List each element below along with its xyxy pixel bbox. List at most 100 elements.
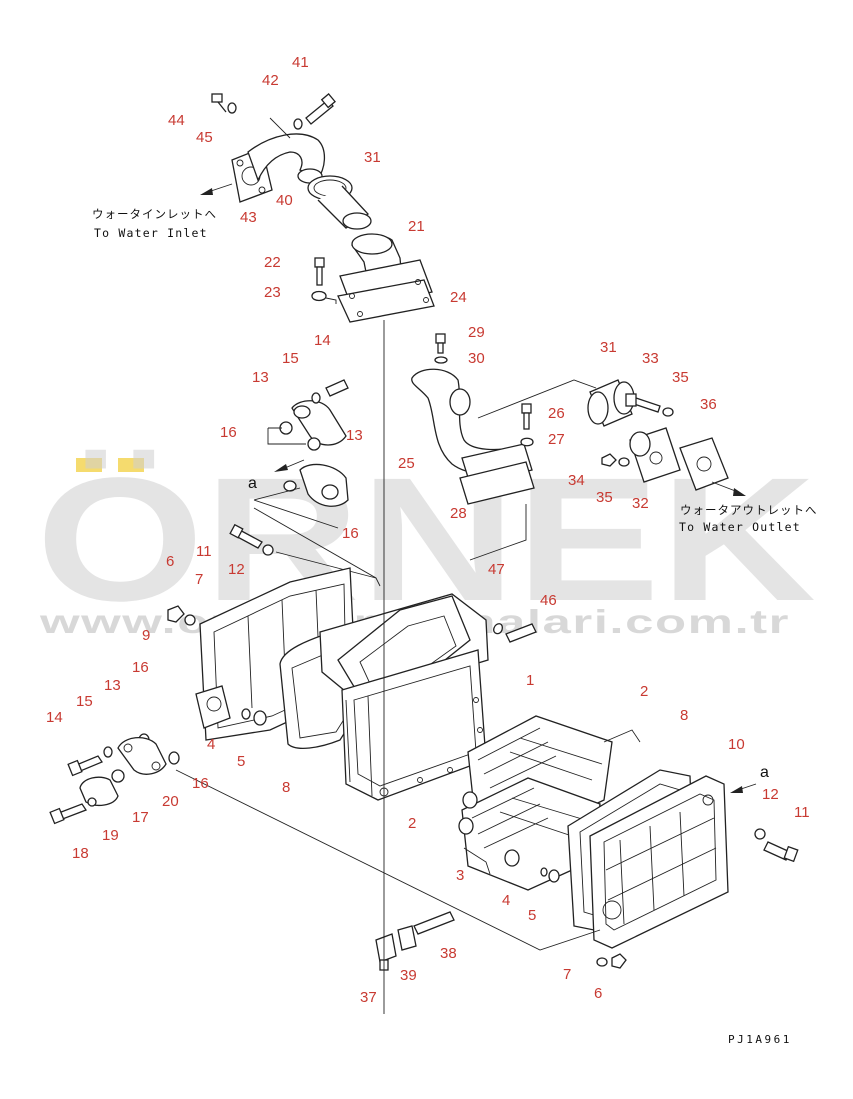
callout-13a: 13 <box>252 369 269 386</box>
drain-valve-assembly <box>375 911 455 971</box>
bolt-41 <box>305 93 336 125</box>
callout-41: 41 <box>292 54 309 71</box>
leader-line <box>269 117 291 139</box>
callout-8b: 8 <box>282 779 290 796</box>
watermark-accent-2 <box>118 458 144 472</box>
drain-valve-37 <box>375 933 397 963</box>
callout-16a: 16 <box>220 424 237 441</box>
leader-line <box>477 379 597 419</box>
callout-19: 19 <box>102 827 119 844</box>
washer-19 <box>87 797 97 807</box>
callout-3: 3 <box>456 867 464 884</box>
gasket-36 <box>679 437 729 491</box>
reference-a-right: a <box>760 764 769 781</box>
water-inlet-label-jp: ウォータインレットへ <box>92 207 217 221</box>
callout-31b: 31 <box>600 339 617 356</box>
callout-7b: 7 <box>563 966 571 983</box>
upper-connector-assembly <box>253 379 349 529</box>
washer-23 <box>311 290 327 302</box>
callout-16d: 16 <box>192 775 209 792</box>
water-outlet-label-jp: ウォータアウトレットへ <box>680 503 818 517</box>
nut-6b <box>611 953 627 969</box>
bolt-22 <box>314 257 325 286</box>
washer-12b <box>754 828 766 840</box>
callout-42: 42 <box>262 72 279 89</box>
left-cover-inlet <box>195 685 231 729</box>
o-ring-16e <box>168 751 180 765</box>
callout-45: 45 <box>196 129 213 146</box>
drawing-code: PJ1A961 <box>728 1033 792 1046</box>
callout-2b: 2 <box>408 815 416 832</box>
o-ring-16b <box>307 437 321 451</box>
bolt-29 <box>435 333 446 344</box>
callout-4a: 4 <box>207 736 215 753</box>
callout-6b: 6 <box>594 985 602 1002</box>
callout-47: 47 <box>488 561 505 578</box>
callout-15b: 15 <box>76 693 93 710</box>
callout-37: 37 <box>360 989 377 1006</box>
bolt-44 <box>211 93 227 113</box>
plug-5b <box>548 869 560 883</box>
callout-27: 27 <box>548 431 565 448</box>
callouts: 41 42 44 45 31 40 43 21 22 23 24 29 30 3… <box>46 54 810 1006</box>
callout-43: 43 <box>240 209 257 226</box>
nut-6a <box>167 605 185 623</box>
washer-42 <box>293 118 303 130</box>
washer-12a <box>262 544 274 556</box>
callout-38: 38 <box>440 945 457 962</box>
hose-clamp-31b <box>587 379 635 427</box>
callout-13c: 13 <box>104 677 121 694</box>
nut-34 <box>601 453 617 467</box>
o-ring-20 <box>111 769 125 783</box>
bolt-14a <box>325 379 349 397</box>
water-inlet-label-en: To Water Inlet <box>94 226 208 240</box>
callout-2a: 2 <box>640 683 648 700</box>
callout-40: 40 <box>276 192 293 209</box>
callout-28: 28 <box>450 505 467 522</box>
callout-23: 23 <box>264 284 281 301</box>
leader-line <box>175 769 601 951</box>
bolt-11b <box>763 841 791 861</box>
bolt-33 <box>625 393 661 413</box>
inlet-flange-bolt-hole <box>236 159 244 167</box>
water-outlet-pipe-assembly <box>411 333 746 505</box>
leader-line <box>325 297 337 304</box>
leader-line <box>463 847 491 875</box>
oil-cooler-cores <box>458 715 641 891</box>
callout-46: 46 <box>540 592 557 609</box>
water-inlet-elbow-assembly <box>200 93 372 230</box>
washer-4a <box>241 708 251 720</box>
washer-7b <box>596 957 608 967</box>
center-line-right <box>469 504 527 561</box>
washer-15b <box>103 746 113 758</box>
leader-line <box>603 729 641 743</box>
outlet-arrow <box>711 481 739 493</box>
callout-35b: 35 <box>596 489 613 506</box>
callout-16c: 16 <box>132 659 149 676</box>
washer-47 <box>493 623 503 635</box>
callout-36: 36 <box>700 396 717 413</box>
washer-35b <box>618 457 630 467</box>
plug-5a <box>253 710 267 726</box>
lower-connector-assembly <box>49 737 601 951</box>
callout-25: 25 <box>398 455 415 472</box>
callout-6a: 6 <box>166 553 174 570</box>
callout-5a: 5 <box>237 753 245 770</box>
washer-7a <box>184 614 196 626</box>
washer-30 <box>434 356 448 364</box>
cooler-housing-1 <box>319 593 537 801</box>
callout-35a: 35 <box>672 369 689 386</box>
callout-13b: 13 <box>346 427 363 444</box>
callout-22: 22 <box>264 254 281 271</box>
housing-body <box>341 649 487 801</box>
inlet-arrowhead <box>200 188 213 195</box>
leader-line <box>253 487 339 529</box>
callout-17: 17 <box>132 809 149 826</box>
watermark-accent-1 <box>76 458 102 472</box>
callout-20: 20 <box>162 793 179 810</box>
callout-15a: 15 <box>282 350 299 367</box>
callout-5b: 5 <box>528 907 536 924</box>
elbow-21-opening <box>351 233 393 255</box>
cooler-core-port <box>458 817 474 835</box>
